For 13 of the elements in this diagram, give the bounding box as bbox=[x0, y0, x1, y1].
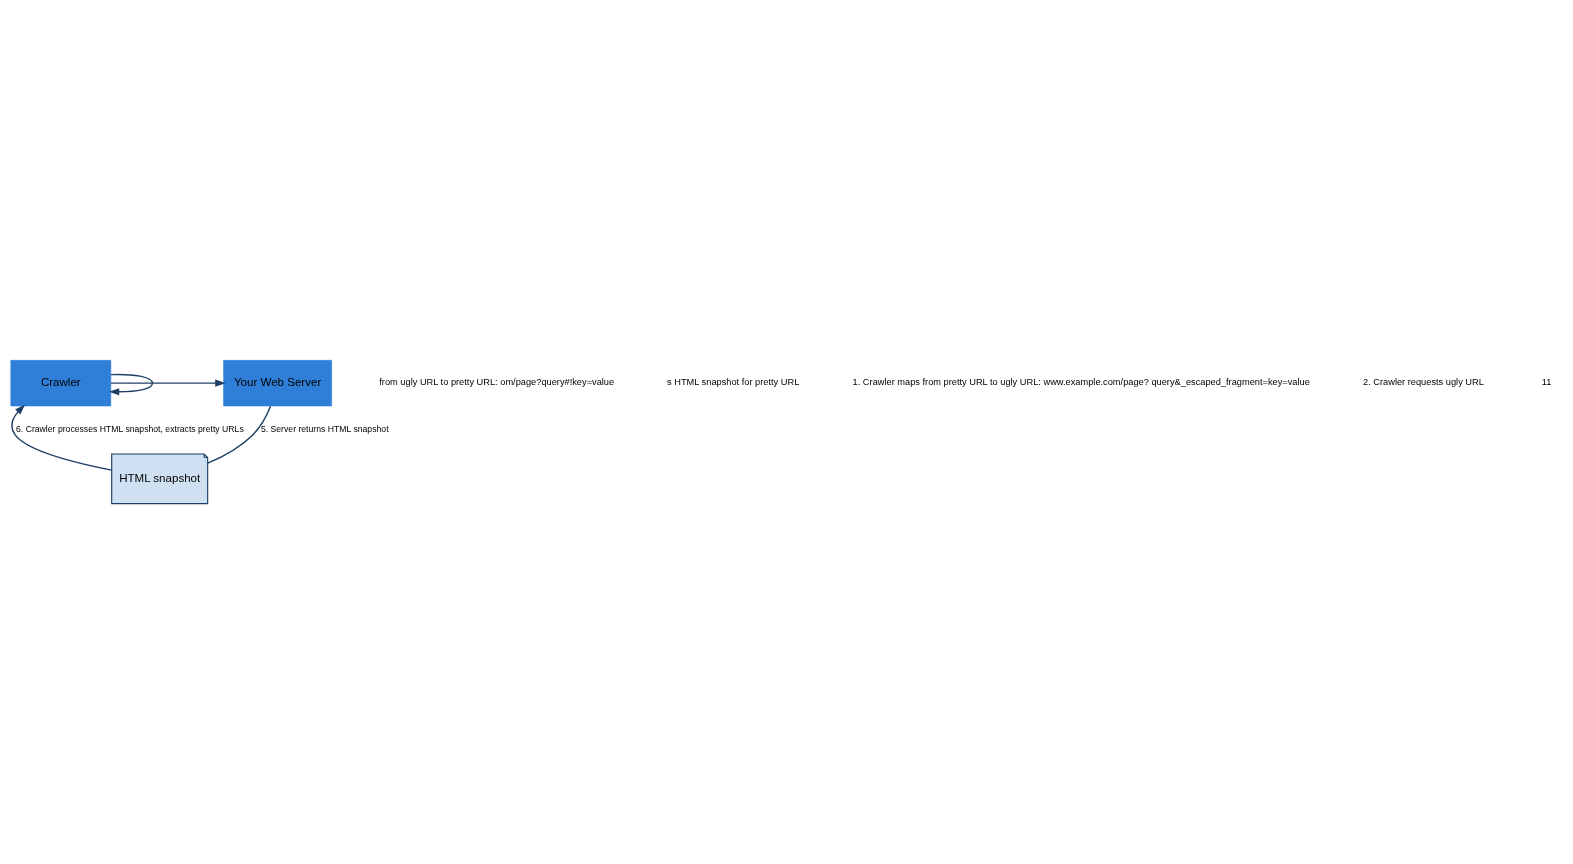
arrow bbox=[108, 373, 154, 396]
edge-label: 6. Crawler processes HTML snapshot, extracts pretty URLs bbox=[16, 424, 244, 434]
arrow bbox=[110, 379, 226, 387]
node-box: Crawler bbox=[10, 360, 112, 407]
label: 2. Crawler requests ugly URL bbox=[1363, 377, 1484, 388]
label: from ugly URL to pretty URL: om/page?query#!key=value bbox=[379, 377, 615, 388]
edge-label: 5. Server returns HTML snapshot bbox=[260, 424, 389, 434]
arrow bbox=[11, 404, 113, 471]
node-box: Your Web Server bbox=[223, 360, 332, 407]
connector bbox=[207, 405, 272, 464]
label: 11 bbox=[1541, 377, 1552, 388]
label: 1. Crawler maps from pretty URL to ugly URL: www.example.com/page? query&_escaped_fragment=key=value bbox=[852, 377, 1310, 388]
label: s HTML snapshot for pretty URL bbox=[667, 377, 800, 388]
